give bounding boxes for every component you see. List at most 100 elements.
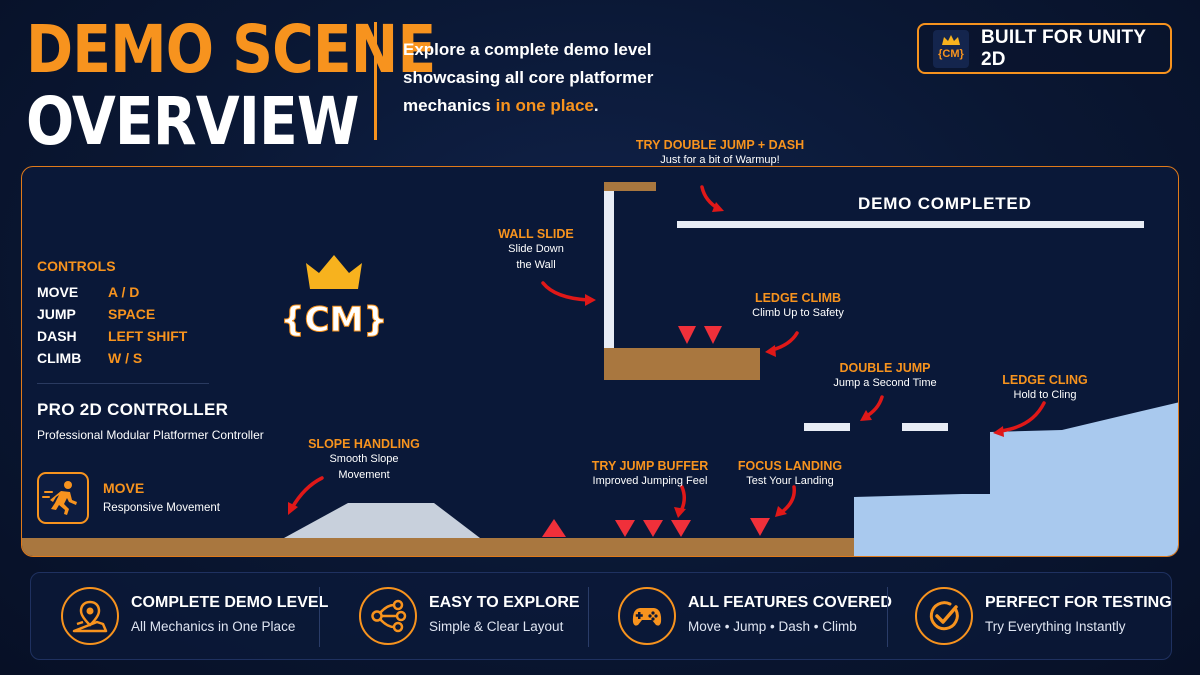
feature-title: EASY TO EXPLORE bbox=[429, 594, 580, 611]
unity-badge: {CM} BUILT FOR UNITY 2D bbox=[917, 23, 1172, 74]
annotation-slope-handling: SLOPE HANDLING Smooth Slope Movement bbox=[304, 437, 424, 483]
demo-scene-panel: {CM} DEMO COMPLETED bbox=[21, 166, 1179, 557]
annotation-double-jump: DOUBLE JUMP Jump a Second Time bbox=[820, 361, 950, 391]
annotation-text: Improved Jumping Feel bbox=[592, 475, 708, 487]
annotation-title: LEDGE CLING bbox=[1002, 373, 1088, 387]
feature-icon-circle bbox=[61, 587, 119, 645]
control-key-move: A / D bbox=[108, 284, 140, 300]
controls-divider bbox=[37, 383, 209, 384]
annotation-text: Hold to Cling bbox=[1013, 389, 1077, 401]
feature-title: PERFECT FOR TESTING bbox=[985, 594, 1172, 611]
annotation-title: TRY JUMP BUFFER bbox=[591, 459, 709, 473]
demo-completed-label: DEMO COMPLETED bbox=[858, 194, 1032, 213]
annotation-text: Climb Up to Safety bbox=[752, 307, 844, 319]
annotation-text: the Wall bbox=[516, 259, 556, 271]
double-jump-platform-1 bbox=[804, 423, 850, 431]
annotation-text: Test Your Landing bbox=[746, 475, 834, 487]
spike bbox=[704, 326, 722, 344]
annotation-title: LEDGE CLIMB bbox=[754, 291, 842, 305]
share-nodes-icon bbox=[371, 599, 407, 633]
running-person-icon bbox=[42, 481, 77, 515]
feature-perfect-testing: PERFECT FOR TESTING Try Everything Insta… bbox=[885, 573, 1173, 661]
badge-label: BUILT FOR UNITY 2D bbox=[981, 26, 1146, 70]
arrow-head bbox=[860, 410, 872, 421]
crown-icon bbox=[306, 255, 362, 289]
move-card-subtitle: Responsive Movement bbox=[103, 502, 220, 514]
spike bbox=[750, 518, 770, 536]
control-action-dash: DASH bbox=[37, 328, 77, 344]
control-key-climb: W / S bbox=[108, 350, 143, 366]
cm-logo-text: {CM} bbox=[280, 300, 387, 340]
page-subtitle: Explore a complete demo level showcasing… bbox=[403, 36, 703, 120]
annotation-jump-buffer: TRY JUMP BUFFER Improved Jumping Feel bbox=[585, 459, 715, 489]
subtitle-highlight: in one place bbox=[495, 96, 594, 115]
feature-complete-demo: COMPLETE DEMO LEVEL All Mechanics in One… bbox=[31, 573, 328, 661]
feature-icon-circle bbox=[618, 587, 676, 645]
arrow-head bbox=[674, 507, 686, 518]
control-action-jump: JUMP bbox=[37, 306, 76, 322]
arrow-head bbox=[993, 426, 1004, 437]
feature-subtitle: Try Everything Instantly bbox=[985, 619, 1126, 634]
subtitle-end: . bbox=[593, 96, 599, 115]
arrow bbox=[679, 485, 686, 513]
move-card-title: MOVE bbox=[103, 480, 145, 496]
arrow-head bbox=[585, 294, 596, 306]
spike bbox=[643, 520, 663, 537]
feature-subtitle: All Mechanics in One Place bbox=[131, 619, 296, 634]
annotation-ledge-climb: LEDGE CLIMB Climb Up to Safety bbox=[738, 291, 858, 321]
feature-subtitle: Simple & Clear Layout bbox=[429, 619, 564, 634]
header-divider bbox=[374, 22, 377, 140]
control-action-move: MOVE bbox=[37, 284, 79, 300]
annotation-title: DOUBLE JUMP bbox=[839, 361, 931, 375]
cm-logo: {CM} bbox=[280, 255, 388, 341]
arrow bbox=[780, 485, 796, 514]
page-title-line2: OVERVIEW bbox=[26, 83, 360, 160]
arrow bbox=[290, 476, 324, 510]
slope-hill bbox=[284, 503, 480, 538]
annotation-text: Movement bbox=[338, 469, 390, 481]
feature-title: ALL FEATURES COVERED bbox=[688, 594, 892, 611]
arrow-head bbox=[775, 506, 787, 517]
feature-title: COMPLETE DEMO LEVEL bbox=[131, 594, 329, 611]
ledge-platform bbox=[604, 348, 760, 380]
product-subtitle: Professional Modular Platformer Controll… bbox=[37, 428, 264, 442]
page-title-line1: DEMO SCENE bbox=[26, 11, 436, 88]
feature-easy-explore: EASY TO EXPLORE Simple & Clear Layout bbox=[329, 573, 619, 661]
check-circle-icon bbox=[929, 601, 959, 631]
annotation-double-jump-dash: TRY DOUBLE JUMP + DASH Just for a bit of… bbox=[620, 138, 820, 168]
spike bbox=[671, 520, 691, 537]
arrow bbox=[998, 401, 1046, 433]
feature-separator bbox=[887, 587, 888, 647]
annotation-title: TRY DOUBLE JUMP + DASH bbox=[635, 138, 805, 152]
annotation-text: Just for a bit of Warmup! bbox=[660, 154, 780, 166]
move-card-icon-box bbox=[37, 472, 89, 524]
arrow-heads bbox=[288, 202, 1004, 518]
annotation-focus-landing: FOCUS LANDING Test Your Landing bbox=[735, 459, 845, 489]
ice-terrain bbox=[854, 402, 1178, 556]
annotation-title: WALL SLIDE bbox=[498, 227, 574, 241]
arrow-head bbox=[712, 202, 724, 212]
gamepad-icon bbox=[632, 608, 662, 626]
annotation-text: Jump a Second Time bbox=[833, 377, 937, 389]
badge-logo-text: {CM} bbox=[938, 47, 964, 60]
feature-separator bbox=[319, 587, 320, 647]
annotation-text: Slide Down bbox=[508, 243, 564, 255]
spike bbox=[615, 520, 635, 537]
feature-icon-circle bbox=[359, 587, 417, 645]
feature-icon-circle bbox=[915, 587, 973, 645]
ground bbox=[22, 538, 854, 556]
arrow bbox=[770, 331, 799, 352]
spike bbox=[542, 519, 566, 537]
arrow-head bbox=[765, 345, 776, 357]
annotation-title: FOCUS LANDING bbox=[737, 459, 843, 473]
crown-icon bbox=[933, 29, 969, 68]
scene-canvas: {CM} bbox=[22, 182, 1178, 556]
wall bbox=[604, 191, 614, 351]
arrow-head bbox=[288, 502, 298, 515]
annotation-wall-slide: WALL SLIDE Slide Down the Wall bbox=[486, 227, 586, 273]
annotation-ledge-cling: LEDGE CLING Hold to Cling bbox=[990, 373, 1100, 403]
control-key-jump: SPACE bbox=[108, 306, 156, 322]
arrow bbox=[541, 281, 590, 302]
completed-platform bbox=[677, 221, 1144, 228]
badge-logo: {CM} bbox=[933, 29, 969, 68]
